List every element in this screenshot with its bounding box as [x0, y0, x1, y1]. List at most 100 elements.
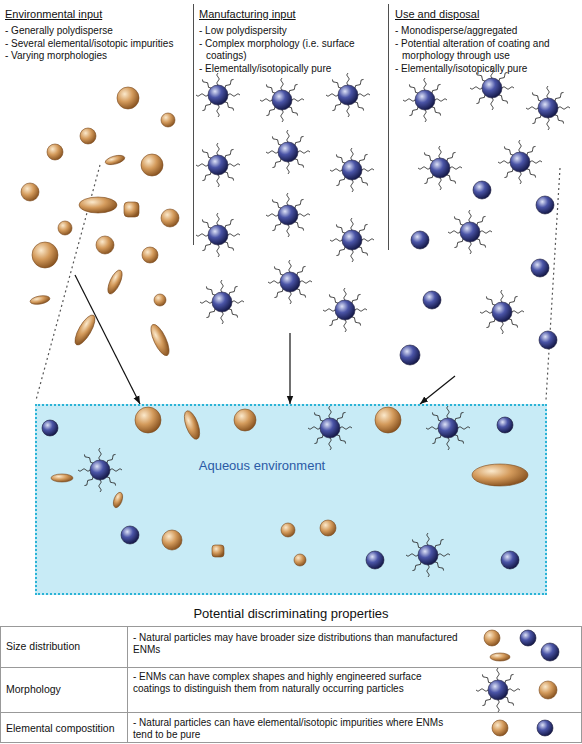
table-icon	[484, 630, 500, 646]
environment-label: Aqueous environment	[177, 458, 347, 474]
natural-particle	[96, 236, 114, 254]
water-particle	[51, 474, 73, 482]
table-icon	[476, 668, 520, 712]
coated-nanoparticle	[418, 146, 462, 190]
column-divider	[388, 4, 389, 250]
coated-nanoparticle	[196, 66, 570, 334]
bare-nanoparticle	[531, 259, 549, 277]
bare-nanoparticle	[400, 345, 420, 365]
coated-nanoparticle	[323, 288, 367, 332]
water-particle	[294, 554, 306, 566]
environment-box: Aqueous environment	[35, 404, 547, 595]
natural-particle	[47, 144, 63, 160]
property-note: - ENMs can have complex shapes and highl…	[133, 671, 458, 695]
natural-particle	[161, 113, 175, 127]
table-icon	[541, 643, 559, 661]
coated-nanoparticle	[480, 290, 524, 334]
water-particle	[121, 526, 139, 544]
bullet-text: - Elementally/isotopically pure	[196, 63, 386, 76]
table-icon	[520, 630, 536, 646]
water-particle	[375, 407, 401, 433]
natural-particle	[147, 322, 172, 358]
column-heading: Use and disposal	[395, 8, 578, 21]
water-particle	[42, 406, 528, 577]
bare-nanoparticle	[473, 181, 491, 199]
source-column: Manufacturing input- Low polydispersity-…	[196, 2, 386, 333]
flow-arrow	[75, 275, 140, 404]
table-title: Potential discriminating properties	[0, 606, 582, 622]
column-heading: Manufacturing input	[199, 8, 386, 21]
coated-nanoparticle	[268, 260, 312, 304]
coated-nanoparticle	[326, 73, 370, 117]
natural-particle	[80, 128, 96, 144]
bare-nanoparticle	[539, 331, 557, 349]
bullet-text: - Monodisperse/aggregated	[392, 25, 578, 38]
column-divider	[193, 4, 194, 245]
column-heading: Environmental input	[5, 8, 190, 21]
table-grid	[127, 626, 128, 743]
bullet-text: - Several elemental/isotopic impurities	[2, 38, 190, 51]
coated-nanoparticle	[260, 78, 304, 122]
coated-nanoparticle	[330, 218, 374, 262]
natural-particle	[104, 154, 125, 167]
coated-nanoparticle	[330, 148, 374, 192]
table-icon	[539, 681, 557, 699]
table-grid	[0, 712, 582, 713]
water-particle	[78, 448, 122, 492]
coated-nanoparticle	[196, 73, 240, 117]
natural-particle	[161, 209, 179, 227]
natural-particle	[142, 247, 158, 263]
water-particle	[426, 406, 470, 450]
coated-nanoparticle	[448, 210, 492, 254]
column-divider	[194, 4, 389, 250]
coated-nanoparticle	[403, 78, 447, 122]
natural-particle	[154, 294, 166, 306]
bullet-text: - Low polydispersity	[196, 25, 386, 38]
natural-particle	[29, 294, 50, 305]
bare-nanoparticle	[423, 291, 441, 309]
source-column: Environmental input - Generally polydispe…	[2, 2, 190, 275]
property-name: Morphology	[6, 683, 124, 696]
table-icon	[476, 630, 559, 736]
water-particle	[112, 491, 125, 509]
natural-particle	[141, 154, 163, 176]
natural-particle	[21, 87, 179, 358]
bare-nanoparticle	[400, 181, 557, 365]
coated-nanoparticle	[526, 86, 570, 130]
coated-nanoparticle	[266, 130, 310, 174]
water-particle	[135, 407, 161, 433]
table-icon	[492, 720, 508, 736]
natural-particle	[117, 87, 139, 109]
funnel-line	[36, 165, 560, 400]
property-note: - Natural particles may have broader siz…	[133, 632, 458, 656]
natural-particle	[79, 197, 117, 213]
property-name: Size distribution	[6, 640, 124, 653]
table-grid	[1, 627, 582, 743]
coated-nanoparticle	[498, 140, 542, 184]
water-particle	[308, 406, 352, 450]
water-particle	[320, 520, 336, 536]
water-particle	[497, 417, 513, 433]
natural-particle	[21, 183, 39, 201]
table-grid	[0, 626, 582, 743]
water-particle	[501, 551, 519, 569]
water-particle	[366, 551, 384, 569]
water-particle	[162, 530, 182, 550]
natural-particle	[32, 242, 58, 268]
water-particle	[234, 409, 256, 431]
source-column: Use and disposal - Monodisperse/aggregate…	[392, 2, 578, 376]
bullet-text: - Elementally/isotopically pure	[392, 63, 578, 76]
natural-particle	[105, 268, 125, 296]
coated-nanoparticle	[266, 193, 310, 237]
property-name: Elemental compostition	[6, 722, 124, 735]
flow-arrow	[420, 376, 455, 404]
water-particle	[406, 533, 450, 577]
bullet-text: - Complex morphology (i.e. surface coati…	[196, 38, 386, 63]
bullet-text: - Varying morphologies	[2, 50, 190, 63]
water-ground	[35, 404, 547, 595]
flow-arrow	[289, 333, 290, 404]
bullet-text: - Potential alteration of coating and mo…	[392, 38, 578, 63]
bullet-text: - Generally polydisperse	[2, 25, 190, 38]
natural-particle	[58, 221, 72, 235]
table-icon	[490, 653, 510, 661]
